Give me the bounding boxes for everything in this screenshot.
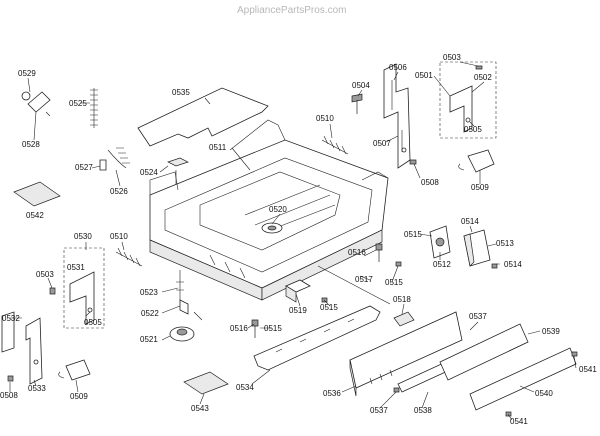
label-0506: 0506 bbox=[389, 63, 407, 72]
assembly-box-0530 bbox=[63, 247, 105, 329]
hinge-clip-0509-left bbox=[58, 359, 91, 381]
spring-0510-top bbox=[321, 135, 349, 155]
coiled-hose-0525 bbox=[90, 88, 130, 169]
label-0537-b: 0537 bbox=[370, 406, 388, 415]
label-0518: 0518 bbox=[393, 295, 411, 304]
label-0526: 0526 bbox=[110, 187, 128, 196]
label-0508-left: 0508 bbox=[0, 391, 18, 400]
valve-0519 bbox=[285, 279, 311, 303]
label-0507: 0507 bbox=[373, 139, 391, 148]
side-bracket-0533 bbox=[1, 311, 43, 385]
label-0533: 0533 bbox=[28, 384, 46, 393]
label-0501: 0501 bbox=[415, 71, 433, 80]
label-0505-left: 0505 bbox=[84, 318, 102, 327]
hinge-clip-0509-top bbox=[458, 149, 495, 173]
screw-0516-right bbox=[375, 243, 383, 262]
assembly-box-0501 bbox=[439, 61, 497, 139]
label-0523: 0523 bbox=[140, 288, 158, 297]
label-0541-a: 0541 bbox=[579, 365, 597, 374]
label-0535: 0535 bbox=[172, 88, 190, 97]
label-0522: 0522 bbox=[141, 309, 159, 318]
bracket-0524 bbox=[167, 157, 189, 184]
label-0543: 0543 bbox=[191, 404, 209, 413]
label-0520: 0520 bbox=[269, 205, 287, 214]
label-0510-left: 0510 bbox=[110, 232, 128, 241]
rod-0517 bbox=[317, 265, 391, 305]
label-0537-a: 0537 bbox=[469, 312, 487, 321]
label-0509-left: 0509 bbox=[70, 392, 88, 401]
label-0539: 0539 bbox=[542, 327, 560, 336]
label-0517: 0517 bbox=[355, 275, 373, 284]
screw-0541-bottom bbox=[505, 411, 512, 417]
screw-0537-lower bbox=[393, 387, 400, 393]
screw-0514 bbox=[491, 263, 498, 269]
label-0514-b: 0514 bbox=[504, 260, 522, 269]
label-0542: 0542 bbox=[26, 211, 44, 220]
cover-plate-0535 bbox=[137, 87, 269, 147]
bracket-set-0512 bbox=[429, 225, 491, 267]
clip-0527 bbox=[99, 159, 107, 171]
label-0504: 0504 bbox=[352, 81, 370, 90]
part-labels: 0529 0528 0525 0535 0527 0526 0524 0511 … bbox=[0, 53, 597, 426]
label-0503-top: 0503 bbox=[443, 53, 461, 62]
label-0515-b: 0515 bbox=[385, 278, 403, 287]
watermark: AppliancePartsPros.com bbox=[237, 5, 347, 16]
screw-0504 bbox=[351, 93, 363, 114]
screw-0503-left bbox=[49, 287, 56, 295]
label-0524: 0524 bbox=[140, 168, 158, 177]
label-0509-top: 0509 bbox=[471, 183, 489, 192]
label-0510-top: 0510 bbox=[316, 114, 334, 123]
screw-0516-lower bbox=[251, 319, 259, 338]
label-0515-c: 0515 bbox=[320, 303, 338, 312]
label-0513: 0513 bbox=[496, 239, 514, 248]
label-0531: 0531 bbox=[67, 263, 85, 272]
panel-0540 bbox=[469, 347, 577, 411]
label-0502: 0502 bbox=[474, 73, 492, 82]
panel-0539 bbox=[439, 323, 529, 381]
label-0516-b: 0516 bbox=[230, 324, 248, 333]
leader-lines bbox=[9, 61, 577, 421]
label-0525: 0525 bbox=[69, 99, 87, 108]
label-0511: 0511 bbox=[209, 143, 227, 152]
label-0530: 0530 bbox=[74, 232, 92, 241]
grommet-0518 bbox=[393, 311, 415, 327]
label-0503-left: 0503 bbox=[36, 270, 54, 279]
label-0505-top: 0505 bbox=[464, 125, 482, 134]
label-0529: 0529 bbox=[18, 69, 36, 78]
screw-0541-right bbox=[571, 351, 578, 357]
screw-0508-top bbox=[409, 159, 417, 165]
float-assembly-0521 bbox=[169, 270, 203, 342]
label-0540: 0540 bbox=[535, 389, 553, 398]
bracket-0502 bbox=[449, 85, 473, 133]
label-0528: 0528 bbox=[22, 140, 40, 149]
pad-0542 bbox=[13, 181, 61, 207]
screw-0515-1 bbox=[395, 261, 402, 267]
label-0527: 0527 bbox=[75, 163, 93, 172]
label-0521: 0521 bbox=[140, 335, 158, 344]
label-0538: 0538 bbox=[414, 406, 432, 415]
toe-kick-0536 bbox=[349, 311, 463, 397]
label-0541-b: 0541 bbox=[510, 417, 528, 426]
label-0512: 0512 bbox=[433, 260, 451, 269]
label-0515-d: 0515 bbox=[264, 324, 282, 333]
label-0519: 0519 bbox=[289, 306, 307, 315]
label-0534: 0534 bbox=[236, 383, 254, 392]
screw-0508-left bbox=[7, 375, 14, 382]
label-0515-a: 0515 bbox=[404, 230, 422, 239]
pad-0543 bbox=[183, 371, 229, 395]
label-0508-top: 0508 bbox=[421, 178, 439, 187]
label-0536: 0536 bbox=[323, 389, 341, 398]
side-bracket-0507 bbox=[383, 63, 411, 169]
label-0516-a: 0516 bbox=[348, 248, 366, 257]
label-0532: 0532 bbox=[2, 314, 20, 323]
screw-0503-top bbox=[475, 65, 483, 70]
spring-0510-left bbox=[115, 247, 143, 267]
hose-connector-0528 bbox=[21, 91, 51, 117]
base-tub-0511 bbox=[149, 119, 389, 301]
label-0514-a: 0514 bbox=[461, 217, 479, 226]
bracket-0531 bbox=[69, 271, 95, 325]
screw-0515-2 bbox=[321, 297, 328, 303]
